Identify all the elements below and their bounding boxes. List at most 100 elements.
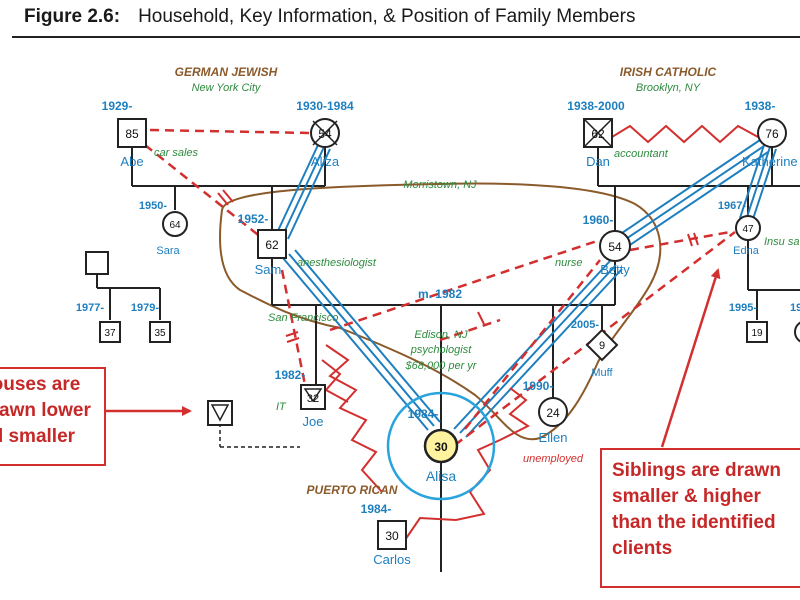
betty-name: Betty <box>600 262 630 277</box>
callout-siblings: Siblings are drawn smaller & higher than… <box>600 448 800 588</box>
muff: 9 <box>585 328 619 362</box>
alisa: 30 <box>423 428 459 464</box>
sara-name: Sara <box>156 245 180 257</box>
alisa-occupation: psychologist <box>410 344 472 356</box>
dan-age: 62 <box>591 127 605 141</box>
callout-siblings-line: Siblings are drawn <box>612 460 781 481</box>
abe: 85 <box>117 118 147 148</box>
ellen-status: unemployed <box>523 453 584 465</box>
sara-age: 64 <box>169 220 181 231</box>
alisa-highlight-ring <box>386 391 496 501</box>
sam-age: 62 <box>265 238 279 252</box>
alisa-years: 1984- <box>408 407 439 421</box>
carlos: 30 <box>377 520 407 550</box>
sam: 62 <box>257 229 287 259</box>
origin-german-jewish: GERMAN JEWISH <box>175 65 278 79</box>
carlos-years: 1984- <box>361 502 392 516</box>
child-1977-age: 37 <box>104 328 116 339</box>
child-1979-years: 1979- <box>131 302 159 314</box>
alisa-income: $68,000 per yr <box>405 360 478 372</box>
dan-occupation: accountant <box>614 148 669 160</box>
callout-siblings-line: smaller & higher <box>612 486 761 507</box>
edna-child-2 <box>794 321 800 343</box>
sam-name: Sam <box>255 262 282 277</box>
edna-child-1995: 19 <box>746 321 768 343</box>
siblings-arrow <box>660 268 721 448</box>
origin-irish-catholic: IRISH CATHOLIC <box>620 65 717 79</box>
child-1979: 35 <box>149 321 171 343</box>
aliza-name: Aliza <box>311 154 340 169</box>
unknown-spouse <box>85 251 109 275</box>
edna-child-1995-years: 1995- <box>729 302 757 314</box>
figure-number: Figure 2.6: <box>24 6 121 27</box>
aliza-years: 1930-1984 <box>296 99 354 113</box>
place-morristown: Morristown, NJ <box>403 179 477 191</box>
ellen-age: 24 <box>546 406 560 420</box>
callout-siblings-line: than the identified <box>612 512 776 533</box>
distant-relationships <box>144 128 736 446</box>
aliza-age: 54 <box>318 127 332 141</box>
muff-age: 9 <box>599 340 605 352</box>
katherine-age: 76 <box>765 127 779 141</box>
joe-name: Joe <box>303 414 324 429</box>
alisa-name: Alisa <box>426 468 457 484</box>
abe-years: 1929- <box>102 99 133 113</box>
edna-name: Edna <box>733 245 760 257</box>
aliza: 54 <box>310 118 340 148</box>
origin-new-york-city: New York City <box>192 82 262 94</box>
joe-age: 32 <box>307 393 319 405</box>
household-boundary <box>218 182 662 441</box>
dan: 62 <box>583 118 613 148</box>
joe: 32 <box>300 384 326 410</box>
sam-occupation: anesthesiologist <box>297 257 377 269</box>
katherine-name: Katherine <box>742 154 798 169</box>
child-1977: 37 <box>99 321 121 343</box>
edna-child-2-years: 199 <box>790 302 800 314</box>
marriage-label: m. 1982 <box>418 287 462 301</box>
conflict-lines <box>321 124 759 541</box>
carlos-age: 30 <box>385 529 399 543</box>
sam-years: 1952- <box>238 212 269 226</box>
callout-spouses-line: drawn lower <box>0 400 91 421</box>
figure-caption: Household, Key Information, & Position o… <box>138 6 636 27</box>
sara: 64 <box>162 211 188 237</box>
katherine-years: 1938- <box>745 99 776 113</box>
dan-years: 1938-2000 <box>567 99 625 113</box>
carlos-name: Carlos <box>373 552 411 567</box>
edna-age: 47 <box>742 224 754 235</box>
callout-siblings-line: clients <box>612 538 673 559</box>
joe-occupation: IT <box>276 401 287 413</box>
origin-brooklyn: Brooklyn, NY <box>636 82 701 94</box>
betty-years: 1960- <box>583 213 614 227</box>
spouse-symbol <box>207 400 233 426</box>
edna-child-1995-age: 19 <box>751 328 763 339</box>
dan-name: Dan <box>586 154 610 169</box>
muff-years: 2005- <box>571 319 599 331</box>
callout-spouses-line: nd smaller <box>0 426 76 447</box>
betty-age: 54 <box>608 240 622 254</box>
figure-title: Figure 2.6: Household, Key Information, &… <box>24 6 635 28</box>
structure-lines <box>96 133 800 572</box>
ellen-years: 1990- <box>523 379 554 393</box>
close-relationships <box>275 139 777 438</box>
abe-age: 85 <box>125 127 139 141</box>
edna-years: 1967- <box>718 200 746 212</box>
muff-name: Muff <box>591 367 613 379</box>
alisa-age: 30 <box>434 440 448 454</box>
callout-spouses: pouses are drawn lower nd smaller <box>0 367 106 466</box>
joe-years: 1982- <box>275 368 306 382</box>
abe-name: Abe <box>120 154 143 169</box>
cutoff-marks <box>217 189 699 343</box>
edna-occupation: Insu sa <box>764 236 799 248</box>
edna: 47 <box>735 215 761 241</box>
callout-spouses-line: pouses are <box>0 374 81 395</box>
sam-place: San Francisco <box>268 312 338 324</box>
ellen: 24 <box>538 397 568 427</box>
child-1979-age: 35 <box>154 328 166 339</box>
betty: 54 <box>599 230 631 262</box>
katherine: 76 <box>757 118 787 148</box>
betty-occupation: nurse <box>555 257 583 269</box>
title-rule <box>12 36 800 38</box>
child-1977-years: 1977- <box>76 302 104 314</box>
